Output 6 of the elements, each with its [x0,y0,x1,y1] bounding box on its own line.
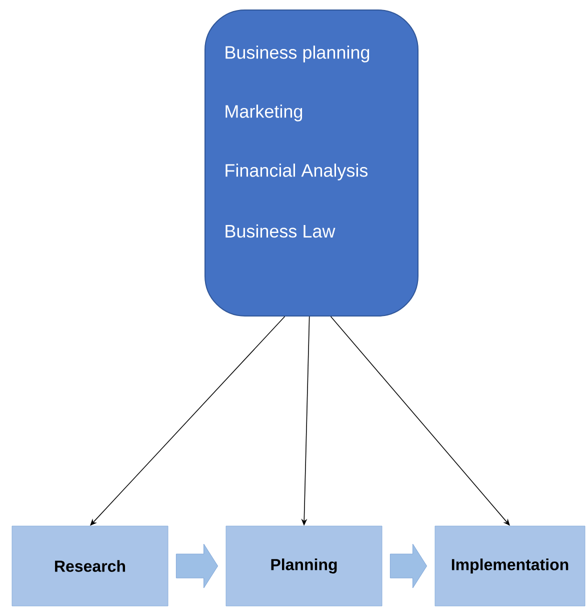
rounded-box: Business planning Marketing Financial Analysis Business Law [204,10,418,316]
process-box: Implementation [434,526,586,606]
process-box: Research [12,526,168,606]
block-arrow [390,544,428,588]
block-arrow [176,544,218,588]
process-box: Planning [226,526,382,606]
